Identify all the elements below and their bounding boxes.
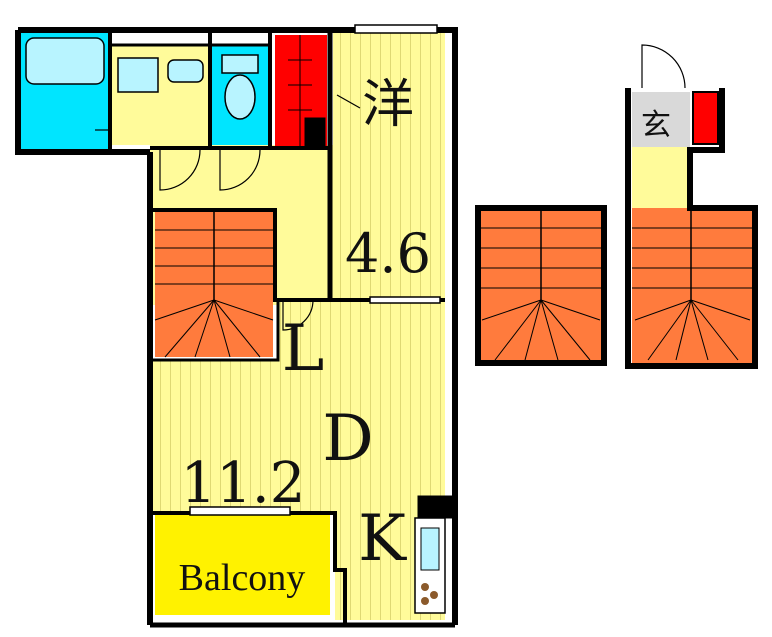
staircase-icon xyxy=(154,212,274,358)
kitchen-counter xyxy=(414,517,446,614)
ldk-size: 11.2 xyxy=(181,451,306,516)
bathtub-icon xyxy=(25,37,105,85)
door-swing-icon xyxy=(641,44,686,89)
door-swing-icon xyxy=(95,94,361,331)
entrance-label: 玄 xyxy=(641,108,671,143)
ldk-letter-k: K xyxy=(358,502,407,576)
shoe-cabinet xyxy=(692,91,719,145)
western-room-floor xyxy=(333,32,445,300)
washroom xyxy=(110,45,210,145)
toilet-icon xyxy=(224,74,256,120)
bathroom xyxy=(20,32,110,150)
washbasin-icon xyxy=(117,57,159,93)
balcony-area xyxy=(155,515,330,615)
sink-icon xyxy=(420,527,440,571)
ldk-floor-left xyxy=(150,360,340,515)
windows xyxy=(189,24,441,516)
washer-icon xyxy=(167,59,204,83)
entrance-block xyxy=(625,44,758,369)
balcony-label: Balcony xyxy=(179,557,306,599)
walls xyxy=(15,27,458,628)
toilet-room xyxy=(210,45,270,145)
ldk-letter-d: D xyxy=(322,402,373,476)
ldk-letter-l: L xyxy=(282,312,325,386)
entrance-tile xyxy=(632,92,690,147)
western-room-label: 洋 xyxy=(362,75,414,135)
middle-stair-block xyxy=(475,205,607,366)
western-room-size: 4.6 xyxy=(345,222,431,285)
stove-icon xyxy=(421,583,438,605)
